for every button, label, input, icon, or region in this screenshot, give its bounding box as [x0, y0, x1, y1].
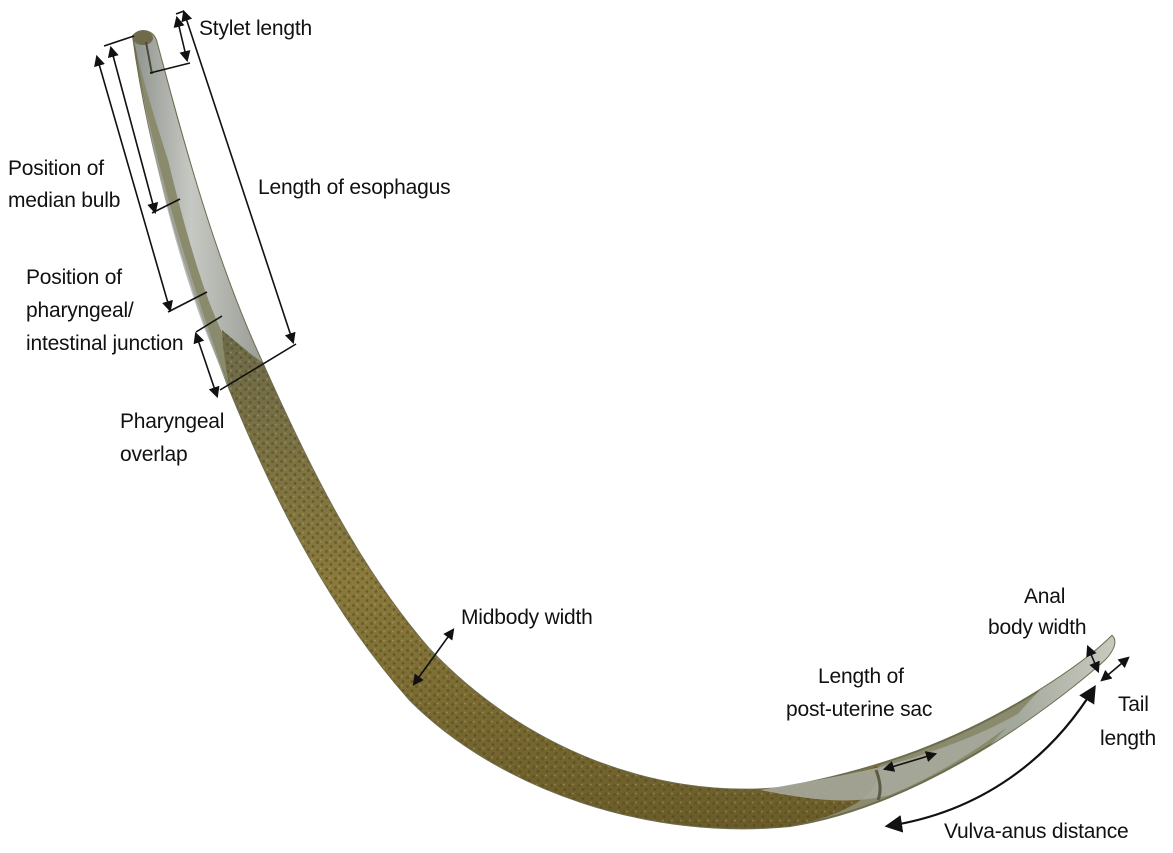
- junction-label-line3: intestinal junction: [26, 331, 183, 357]
- stylet-length-tick-top: [176, 11, 184, 14]
- median-bulb-label-line1: Position of: [8, 156, 104, 182]
- tail-length-label-line2: length: [1100, 726, 1156, 752]
- anal-body-width-label-line1: Anal: [1024, 584, 1065, 610]
- post-uterine-sac-label-line2: post-uterine sac: [786, 697, 932, 723]
- pharyngeal-region: [133, 31, 262, 362]
- head-lip-region: [133, 31, 153, 45]
- overlap-label-line2: overlap: [120, 442, 187, 468]
- stylet-length-arrow: [177, 18, 187, 60]
- junction-label-line1: Position of: [26, 265, 122, 291]
- vulva-anus-distance-label: Vulva-anus distance: [944, 819, 1129, 845]
- post-uterine-sac-label-line1: Length of: [818, 664, 904, 690]
- intestine-granules: [222, 330, 880, 828]
- tail-region: [990, 636, 1114, 745]
- median-bulb-tick-top: [104, 36, 134, 46]
- tail-length-label-line1: Tail: [1118, 692, 1149, 718]
- midbody-width-label: Midbody width: [461, 605, 593, 631]
- esophagus-length-label: Length of esophagus: [258, 175, 450, 201]
- anal-body-width-label-line2: body width: [988, 615, 1086, 641]
- tail-length-arrow: [1102, 658, 1128, 680]
- nematode-body: [133, 31, 1114, 828]
- median-bulb-label-line2: median bulb: [8, 188, 120, 214]
- overlap-label-line1: Pharyngeal: [120, 409, 224, 435]
- junction-label-line2: pharyngeal/: [26, 298, 134, 324]
- stylet-length-label: Stylet length: [199, 16, 312, 42]
